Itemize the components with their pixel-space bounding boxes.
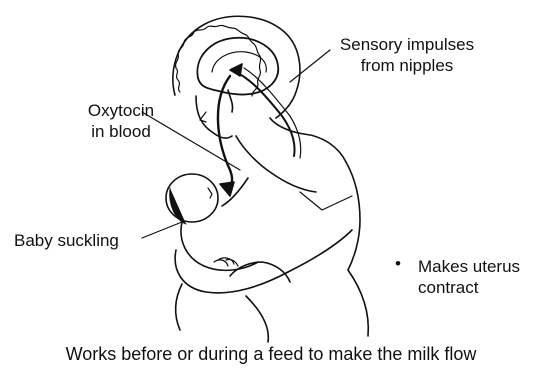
- nose: [200, 112, 206, 122]
- oxytocin-label: Oxytocin in blood: [66, 100, 176, 142]
- uterus-label: Makes uterus contract: [418, 256, 520, 298]
- lap-lower: [246, 296, 268, 342]
- sensory-arrowhead: [230, 64, 242, 76]
- mother-arm-lower: [175, 250, 288, 293]
- sensory-label-line1: Sensory impulses: [322, 34, 492, 55]
- lap-back: [348, 270, 368, 336]
- baby-body: [181, 222, 258, 270]
- oxytocin-label-line2: in blood: [66, 121, 176, 142]
- uterus-label-line1: Makes uterus: [418, 256, 520, 277]
- neck-back: [270, 118, 346, 162]
- mother-hand: [214, 258, 238, 266]
- baby-hair: [170, 188, 186, 224]
- sensory-label-line2: from nipples: [322, 55, 492, 76]
- collar: [300, 192, 352, 210]
- bullet-icon: •: [395, 254, 401, 274]
- oxytocin-label-line1: Oxytocin: [66, 100, 176, 121]
- sensory-impulses-label: Sensory impulses from nipples: [322, 34, 492, 76]
- sensory-nerve: [236, 72, 295, 156]
- uterus-label-line2: contract: [418, 277, 520, 298]
- shoulder-back: [346, 162, 360, 270]
- lap-front: [176, 284, 182, 330]
- baby-leader-line: [142, 222, 182, 238]
- baby-suckling-label: Baby suckling: [14, 230, 119, 251]
- sensory-nerve-inner: [244, 68, 301, 158]
- dress-front: [236, 136, 316, 192]
- figure-caption: Works before or during a feed to make th…: [0, 342, 542, 366]
- face-outline: [196, 96, 232, 138]
- oxytocin-arrowhead: [220, 182, 234, 196]
- mother-arm-right: [288, 230, 352, 272]
- hand-right: [230, 262, 290, 282]
- baby-face: [208, 188, 212, 198]
